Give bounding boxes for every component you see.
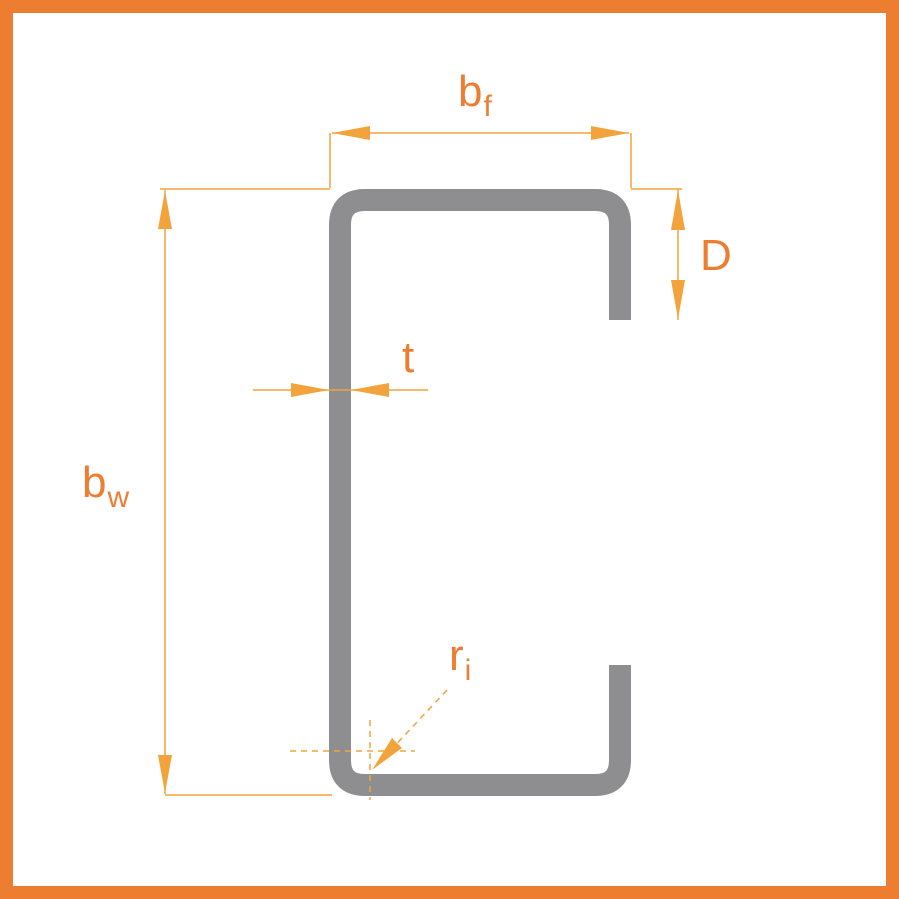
- flange-width-label: bf: [458, 67, 492, 123]
- web-depth-dimension: [158, 188, 332, 796]
- lip-depth-dimension: [631, 188, 685, 320]
- inner-radius-label: ri: [449, 631, 471, 687]
- web-depth-label: bw: [82, 458, 129, 514]
- inner-radius-dimension: [290, 689, 448, 800]
- thickness-dimension: [253, 383, 428, 397]
- thickness-label: t: [402, 333, 414, 382]
- c-channel-profile: [329, 189, 631, 796]
- flange-width-dimension: [329, 126, 632, 188]
- lip-depth-label: D: [700, 231, 732, 280]
